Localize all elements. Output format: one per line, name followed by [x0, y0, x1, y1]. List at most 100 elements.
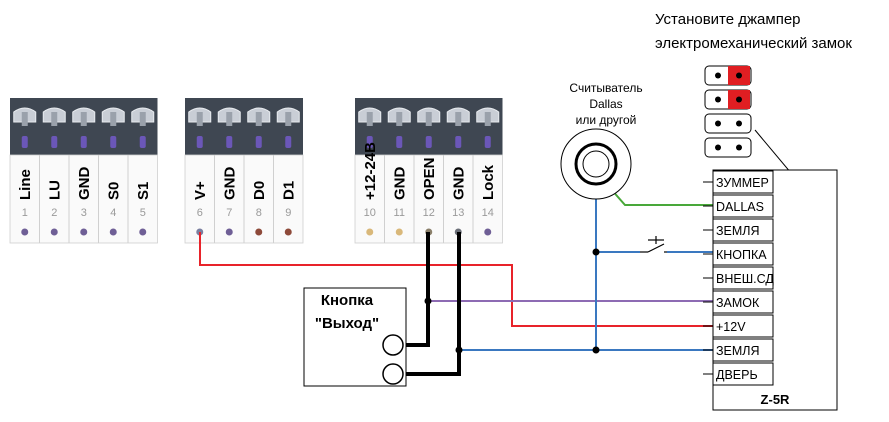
- terminal-slot: [51, 136, 58, 148]
- terminal-block-base: [354, 154, 503, 244]
- terminal-dot[interactable]: [255, 228, 263, 236]
- terminal-label: Lock: [480, 164, 497, 200]
- terminal-dot[interactable]: [50, 228, 58, 236]
- terminal-label: D0: [251, 181, 268, 200]
- terminal-screw-slot: [366, 112, 373, 126]
- jumper-pin: [736, 96, 742, 103]
- terminal-dot[interactable]: [80, 228, 88, 236]
- terminal-number: 1: [22, 207, 28, 219]
- jumper-pin: [736, 72, 742, 79]
- terminal-dot[interactable]: [225, 228, 233, 236]
- reader-label-3: или другой: [576, 113, 637, 127]
- junction-dot: [424, 297, 432, 305]
- terminal-number: 11: [394, 207, 405, 219]
- exit-button-contact-2: [382, 363, 404, 385]
- exit-button-title: Кнопка: [321, 292, 374, 309]
- controller-pin-label: ЗЕМЛЯ: [716, 344, 760, 358]
- jumper-note-line-1: Установите джампер: [655, 11, 801, 28]
- terminal-screw-slot: [110, 112, 117, 126]
- terminal-block-base: [9, 154, 158, 244]
- terminal-label: GND: [221, 167, 238, 201]
- controller-pin-label: ЗЕМЛЯ: [716, 224, 760, 238]
- terminal-screw-slot: [139, 112, 146, 126]
- terminal-label: +12-24B: [362, 142, 379, 200]
- controller-pin-label: ЗУММЕР: [716, 176, 769, 190]
- terminal-label: Line: [17, 169, 34, 200]
- junction-dot: [592, 248, 600, 256]
- terminal-block-body: [185, 98, 303, 155]
- junction-dot: [592, 346, 600, 354]
- terminal-label: OPEN: [421, 157, 438, 200]
- red-wire: [199, 232, 713, 327]
- exit-button-name: "Выход": [315, 315, 379, 332]
- terminal-label: V+: [192, 181, 209, 200]
- controller-z5r: ЗУММЕРDALLASЗЕМЛЯКНОПКАВНЕШ.СДЗАМОК+12VЗ…: [703, 169, 838, 411]
- terminal-dot[interactable]: [284, 228, 292, 236]
- terminal-slot: [226, 136, 233, 148]
- terminal-screw-slot: [255, 112, 262, 126]
- terminal-screw-slot: [455, 112, 462, 126]
- reader-inner-ring: [582, 150, 610, 178]
- terminal-dot[interactable]: [21, 228, 29, 236]
- terminal-slot: [425, 136, 432, 148]
- jumper-header: [704, 65, 752, 158]
- jumper-area: Установите джампер электромеханический з…: [655, 11, 852, 158]
- terminal-number: 9: [285, 207, 291, 219]
- jumper-pin: [715, 72, 721, 79]
- terminal-slot: [255, 136, 262, 148]
- terminal-screw-slot: [484, 112, 491, 126]
- terminal-label: GND: [391, 167, 408, 201]
- terminal-number: 2: [51, 207, 57, 219]
- jumper-row: [704, 137, 752, 158]
- terminal-dot[interactable]: [366, 228, 374, 236]
- controller-pin-label: КНОПКА: [716, 248, 767, 262]
- terminal-label: S1: [135, 182, 152, 200]
- terminal-number: 13: [452, 207, 464, 219]
- terminal-dot[interactable]: [109, 228, 117, 236]
- exit-button-box: Кнопка "Выход": [303, 287, 407, 387]
- controller-pins: ЗУММЕРDALLASЗЕМЛЯКНОПКАВНЕШ.СДЗАМОК+12VЗ…: [703, 170, 774, 386]
- terminal-number: 3: [81, 207, 87, 219]
- terminal-number: 14: [482, 207, 494, 219]
- terminal-number: 4: [110, 207, 116, 219]
- terminal-number: 5: [140, 207, 146, 219]
- terminal-slot: [484, 136, 491, 148]
- terminal-slot: [396, 136, 403, 148]
- terminal-slot: [285, 136, 292, 148]
- jumper-pin: [715, 120, 721, 127]
- terminal-screw-slot: [196, 112, 203, 126]
- controller-pin-label: +12V: [716, 320, 746, 334]
- terminal-label: GND: [450, 167, 467, 201]
- terminal-dot[interactable]: [395, 228, 403, 236]
- dallas-reader: Считыватель Dallas или другой: [560, 81, 643, 200]
- reader-label-2: Dallas: [589, 97, 622, 111]
- reader-label-1: Считыватель: [569, 81, 642, 95]
- terminal-dot[interactable]: [484, 228, 492, 236]
- terminal-slot: [366, 136, 373, 148]
- controller-pin-label: ВНЕШ.СД: [716, 272, 774, 286]
- terminal-number: 6: [197, 207, 203, 219]
- jumper-pin: [736, 120, 742, 127]
- terminal-screw-slot: [80, 112, 87, 126]
- terminal-screw-slot: [396, 112, 403, 126]
- controller-pin-label: ЗАМОК: [716, 296, 760, 310]
- terminal-screw-slot: [226, 112, 233, 126]
- terminal-slot: [139, 136, 146, 148]
- exit-button-contact-1: [382, 334, 404, 356]
- jumper-pin: [715, 96, 721, 103]
- terminal-screw-slot: [285, 112, 292, 126]
- terminal-number: 7: [226, 207, 232, 219]
- terminal-slot: [110, 136, 117, 148]
- jumper-note-line-2: электромеханический замок: [655, 35, 852, 52]
- terminal-slot: [21, 136, 28, 148]
- terminal-screw-slot: [425, 112, 432, 126]
- junctions: [424, 248, 600, 354]
- terminal-screw-slot: [51, 112, 58, 126]
- controller-pin-label: ДВЕРЬ: [716, 368, 758, 382]
- terminal-dot[interactable]: [139, 228, 147, 236]
- terminal-slot: [455, 136, 462, 148]
- junction-dot: [455, 346, 463, 354]
